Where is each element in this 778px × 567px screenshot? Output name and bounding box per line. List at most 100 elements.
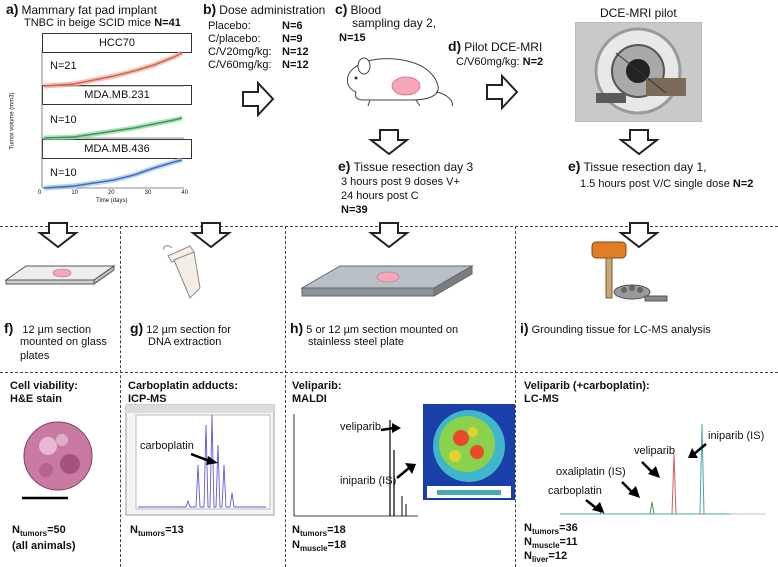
right-arrow-icon bbox=[486, 73, 519, 111]
panel-e1-line3: 24 hours post C bbox=[341, 190, 419, 202]
col4-title1: Veliparib (+carboplatin): bbox=[524, 380, 650, 392]
col3-n2: Nmuscle=18 bbox=[292, 539, 346, 553]
panel-e2-letter: e) bbox=[568, 158, 581, 174]
panel-d-line2-text: C/V60mg/kg: bbox=[456, 56, 523, 68]
mouse-illustration bbox=[347, 57, 453, 107]
col3-n2-value: =18 bbox=[327, 539, 347, 551]
arrow-icon bbox=[396, 463, 416, 479]
col2-n-prefix: N bbox=[130, 524, 138, 536]
right-arrow-icon bbox=[242, 80, 275, 118]
dce-mri-photo bbox=[575, 22, 702, 122]
panel-b-header: b) Dose administration bbox=[203, 2, 326, 18]
x-tick: 20 bbox=[107, 190, 115, 196]
panel-b-title: Dose administration bbox=[219, 3, 326, 17]
col4-n2-sub: muscle bbox=[531, 541, 560, 551]
col4-n3-sub: liver bbox=[531, 555, 549, 565]
growth-curves bbox=[41, 50, 184, 191]
panel-f-letter: f) bbox=[4, 320, 14, 336]
panel-d-letter: d) bbox=[448, 38, 462, 54]
panel-f: f) 12 µm section bbox=[4, 320, 91, 337]
down-arrow-icon bbox=[618, 222, 660, 249]
tube-illustration bbox=[163, 245, 201, 299]
panel-d-line2: C/V60mg/kg: N=2 bbox=[456, 56, 543, 69]
col1-title1: Cell viability: bbox=[10, 380, 78, 392]
panel-e2-header: e) Tissue resection day 1, bbox=[568, 158, 706, 175]
panel-c-line1: Blood bbox=[350, 3, 382, 17]
down-arrow-icon bbox=[37, 222, 79, 249]
panel-a-line2: TNBC in beige SCID mice N=41 bbox=[24, 17, 181, 30]
panel-i-letter: i) bbox=[520, 320, 529, 336]
dose-table: Placebo:N=6 C/placebo:N=9 C/V20mg/kg:N=1… bbox=[208, 20, 309, 72]
col3-n1-value: =18 bbox=[327, 524, 346, 536]
col3-title2: MALDI bbox=[292, 393, 327, 405]
col4-n1: Ntumors=36 bbox=[524, 522, 578, 536]
arrow-icon bbox=[621, 481, 640, 498]
he-stain-image bbox=[22, 421, 93, 500]
panel-e2-line2-text: 1.5 hours post V/C single dose bbox=[580, 178, 733, 190]
tumor-volume-ylabel: Tumor volume (mm3) bbox=[9, 92, 16, 150]
x-tick: 40 bbox=[181, 190, 188, 196]
panel-h-line1: 5 or 12 µm section mounted on bbox=[306, 324, 459, 336]
glass-slide-illustration bbox=[4, 265, 116, 285]
col3-title1: Veliparib: bbox=[292, 380, 342, 392]
subplot-2-title: MDA.MB.231 bbox=[42, 85, 192, 105]
col4-peak-iniparib: iniparib (IS) bbox=[708, 430, 765, 442]
panel-f-line3: plates bbox=[20, 350, 50, 362]
subplot-1-n: N=21 bbox=[50, 60, 77, 72]
panel-i: i) Grounding tissue for LC-MS analysis bbox=[520, 320, 711, 337]
col4-title2: LC-MS bbox=[524, 393, 559, 405]
panel-e1-line1: Tissue resection day 3 bbox=[353, 160, 474, 174]
panel-h: h) 5 or 12 µm section mounted on bbox=[290, 320, 459, 337]
dose-n: N=9 bbox=[282, 33, 303, 45]
panel-i-line1: Grounding tissue for LC-MS analysis bbox=[531, 324, 711, 336]
col4-n2: Nmuscle=11 bbox=[524, 536, 578, 550]
panel-c-header: c) Blood bbox=[335, 1, 382, 18]
panel-a-header: a) Mammary fat pad implant bbox=[6, 2, 157, 18]
col2-title1: Carboplatin adducts: bbox=[128, 380, 239, 392]
down-arrow-icon bbox=[618, 129, 660, 156]
steel-plate-illustration bbox=[300, 265, 474, 297]
dose-label: C/V60mg/kg: bbox=[208, 59, 272, 71]
arrow-icon bbox=[585, 499, 604, 513]
col4-n3: Nliver=12 bbox=[524, 550, 567, 564]
lc-ms-chromatogram bbox=[560, 423, 766, 515]
panel-a-line2-text: TNBC in beige SCID mice bbox=[24, 17, 155, 29]
col2-n-sub: tumors bbox=[137, 529, 166, 539]
dose-label: Placebo: bbox=[208, 20, 251, 32]
panel-g: g) 12 µm section for bbox=[130, 321, 231, 337]
col2-title2: ICP-MS bbox=[128, 393, 167, 405]
col4-n3-value: =12 bbox=[548, 550, 568, 562]
subplot-3-n: N=10 bbox=[50, 167, 77, 179]
col3-n1-sub: tumors bbox=[299, 529, 328, 539]
x-tick: 10 bbox=[71, 190, 78, 196]
hammer-illustration bbox=[591, 241, 668, 302]
panel-d-line1: Pilot DCE-MRI bbox=[464, 40, 543, 54]
col4-n1-value: =36 bbox=[559, 522, 578, 534]
col1-n-sub: tumors bbox=[19, 529, 48, 539]
panel-e1-header: e) Tissue resection day 3 bbox=[338, 158, 474, 175]
arrow-icon bbox=[380, 423, 401, 433]
col1-title2: H&E stain bbox=[10, 393, 62, 405]
panel-f-line2: mounted on glass bbox=[20, 336, 107, 348]
subplot-2-n: N=10 bbox=[50, 114, 77, 126]
col2-n-value: =13 bbox=[165, 524, 184, 536]
subplot-1-title: HCC70 bbox=[42, 33, 192, 53]
panel-e1-letter: e) bbox=[338, 158, 351, 174]
dose-n: N=12 bbox=[282, 46, 309, 58]
col4-peak-veliparib: veliparib bbox=[634, 445, 675, 457]
panel-a-count: N=41 bbox=[154, 17, 181, 29]
col1-note: (all animals) bbox=[12, 540, 76, 552]
down-arrow-icon bbox=[190, 222, 232, 249]
maldi-heatmap-image bbox=[423, 404, 515, 500]
col2-peak-label: carboplatin bbox=[140, 440, 194, 453]
panel-h-letter: h) bbox=[290, 320, 304, 336]
col3-n2-prefix: N bbox=[292, 539, 300, 551]
col1-n: Ntumors=50 bbox=[12, 524, 66, 538]
panel-g-line2: DNA extraction bbox=[148, 336, 222, 348]
arrow-icon bbox=[641, 461, 660, 478]
panel-c-line2: sampling day 2, bbox=[352, 16, 437, 30]
panel-c-n: N=15 bbox=[339, 32, 366, 44]
time-xlabel: Time (days) bbox=[96, 198, 128, 204]
panel-c-letter: c) bbox=[335, 1, 348, 17]
panel-a-line1: Mammary fat pad implant bbox=[21, 3, 157, 17]
